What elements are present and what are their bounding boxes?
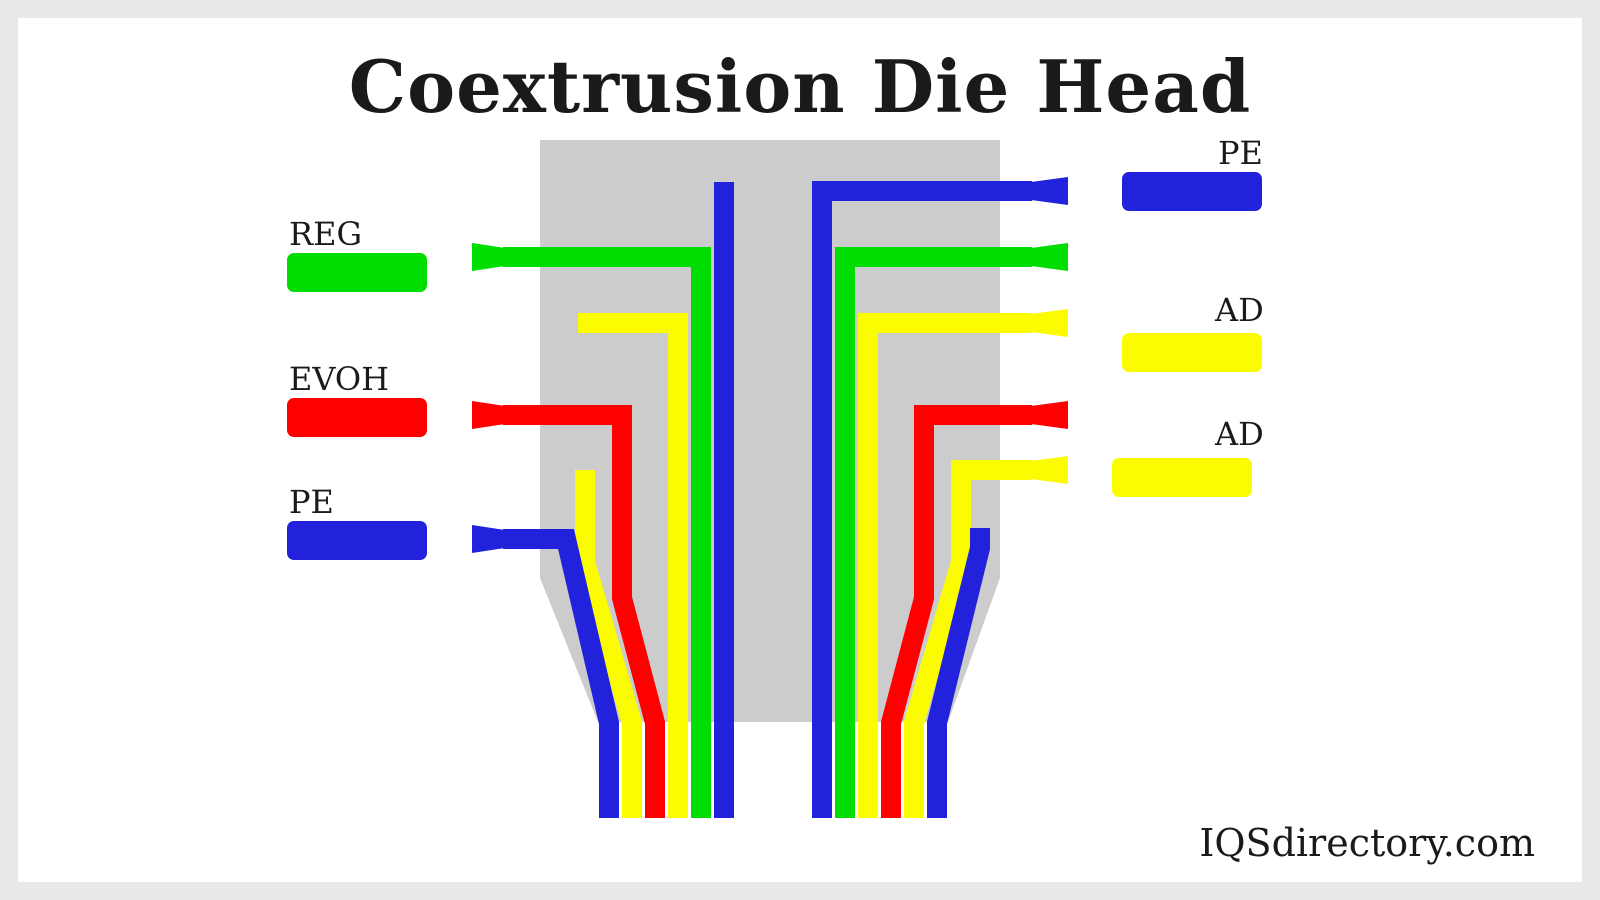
flow-pe-outer-left <box>503 529 619 818</box>
legend-swatch-evoh <box>287 398 427 437</box>
flow-reg-left <box>503 247 711 818</box>
inlet-taper-ad-top-right <box>1031 309 1068 337</box>
flow-ad-bottom-right <box>904 460 1032 818</box>
flow-ad-top-left <box>578 313 688 818</box>
flow-pe-inner-right <box>812 181 1032 818</box>
inlet-taper-evoh-left <box>472 401 505 429</box>
legend-label-reg: REG <box>289 215 362 253</box>
flow-evoh-right <box>881 405 1032 818</box>
legend-label-pe-right: PE <box>1218 134 1263 172</box>
legend-label-ad-top: AD <box>1214 291 1264 329</box>
legend-swatch-ad-bottom <box>1112 458 1252 497</box>
legend-swatch-reg <box>287 253 427 292</box>
legend-swatch-pe-right <box>1122 172 1262 211</box>
legend-label-evoh: EVOH <box>289 360 389 398</box>
legend-swatch-pe-left <box>287 521 427 560</box>
inlet-taper-reg-right <box>1031 243 1068 271</box>
flow-ad-bottom-left <box>575 470 642 818</box>
legend-label-pe-left: PE <box>289 483 334 521</box>
inlet-taper-reg-left <box>472 243 505 271</box>
legend-swatch-ad-top <box>1122 333 1262 372</box>
inlet-taper-evoh-right <box>1031 401 1068 429</box>
inlet-taper-pe-right <box>1031 177 1068 205</box>
flow-reg-right <box>835 247 1032 818</box>
watermark: IQSdirectory.com <box>1199 821 1535 865</box>
inlet-taper-ad-bottom-right <box>1031 456 1068 484</box>
page-title: Coextrusion Die Head <box>349 44 1251 129</box>
flow-evoh-left <box>503 405 665 818</box>
flow-pe-outer-right <box>927 528 990 818</box>
legend-label-ad-bottom: AD <box>1214 415 1264 453</box>
flow-ad-top-right <box>858 313 1032 818</box>
die-head-body <box>540 140 1000 722</box>
inlet-taper-pe-left <box>472 525 505 553</box>
